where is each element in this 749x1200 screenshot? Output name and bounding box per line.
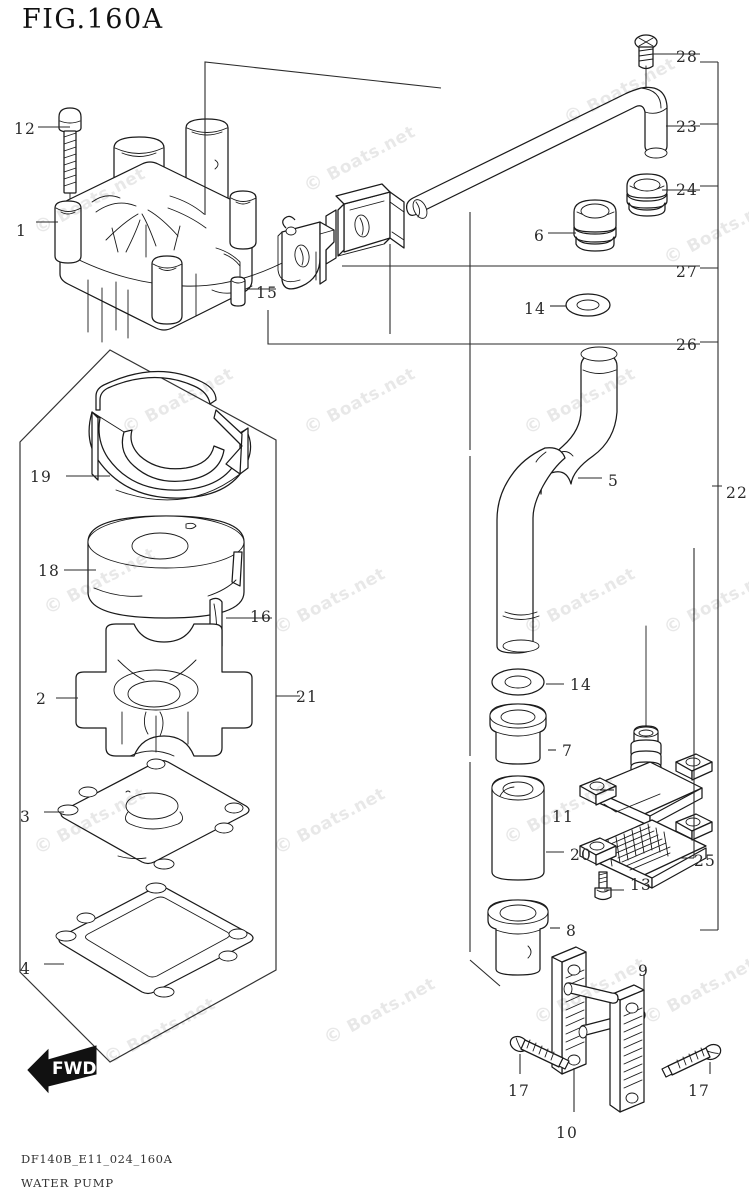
callout-assembly-group-22: 22 (726, 484, 749, 502)
callout-water-inlet-plate-11: 11 (552, 808, 575, 826)
callout-assembly-group-26: 26 (676, 336, 699, 354)
callout-bolt-12: 12 (14, 120, 37, 138)
part-sleeve-20 (491, 775, 545, 881)
callout-screw-28: 28 (676, 48, 699, 66)
part-liner-18 (87, 515, 245, 619)
part-screw-28 (634, 34, 658, 91)
part-impeller-2 (75, 623, 253, 757)
part-screw-17-right (661, 1043, 722, 1078)
footer-name: WATER PUMP (21, 1176, 115, 1190)
part-water-inlet-plate-11 (579, 625, 713, 827)
page-title: FIG.160A (22, 4, 164, 35)
callout-anode-bar-9: 9 (638, 962, 650, 980)
leader-lines (36, 53, 711, 1112)
fwd-label: FWD (52, 1059, 96, 1079)
footer-code: DF140B_E11_024_160A (21, 1152, 173, 1166)
callout-gasket-lower-4: 4 (20, 960, 32, 978)
callout-water-pump-case-1: 1 (16, 222, 28, 240)
callout-water-tube-grommet-23: 23 (676, 118, 699, 136)
callout-assembly-group-27: 27 (676, 263, 699, 281)
part-gasket-3 (57, 758, 250, 870)
callout-sleeve-20: 20 (570, 846, 593, 864)
callout-bushing-8: 8 (566, 922, 578, 940)
part-screw-17-left (509, 1035, 570, 1070)
callout-water-hose-5: 5 (608, 472, 620, 490)
callout-screw-17: 17 (688, 1082, 711, 1100)
part-water-hose-5 (496, 346, 618, 654)
part-seal-24 (626, 173, 668, 217)
callout-bushing-7: 7 (562, 742, 574, 760)
callout-o-ring-14: 14 (524, 300, 547, 318)
fwd-direction-badge: FWD (27, 1045, 97, 1094)
callout-o-ring-14: 14 (570, 676, 593, 694)
callout-screw-17: 17 (508, 1082, 531, 1100)
part-bracket-27 (325, 183, 405, 265)
part-dowel-pin-15 (230, 276, 246, 307)
part-gasket-4 (55, 882, 254, 998)
part-bushing-7 (489, 703, 547, 765)
bracket-25 (680, 548, 695, 859)
callout-impeller-2: 2 (36, 690, 48, 708)
callout-guide-plate-19: 19 (30, 468, 53, 486)
part-grommet-6 (573, 199, 617, 252)
part-o-ring-14-top (565, 293, 611, 317)
part-water-pump-case-1 (54, 118, 293, 343)
part-bracket-26 (277, 215, 335, 290)
part-screw-13 (594, 871, 612, 901)
part-o-ring-14-lower (491, 668, 545, 696)
part-water-tube-23 (406, 86, 668, 219)
part-anode-9 (563, 982, 645, 1113)
callout-anode-bar-10: 10 (556, 1124, 579, 1142)
callout-grommet-6: 6 (534, 227, 546, 245)
callout-assembly-group-25: 25 (694, 852, 717, 870)
repair-kit-group-outline (19, 349, 277, 1063)
part-bushing-8 (487, 899, 549, 976)
callout-screw-13: 13 (630, 876, 653, 894)
callout-liner-18: 18 (38, 562, 61, 580)
callout-dowel-pin-15: 15 (256, 284, 279, 302)
callout-water-pump-repair-kit-21: 21 (296, 688, 319, 706)
callout-gasket-upper-3: 3 (20, 808, 32, 826)
callout-key-16: 16 (250, 608, 273, 626)
callout-seal-24: 24 (676, 181, 699, 199)
part-guide-plate-19 (88, 370, 252, 501)
